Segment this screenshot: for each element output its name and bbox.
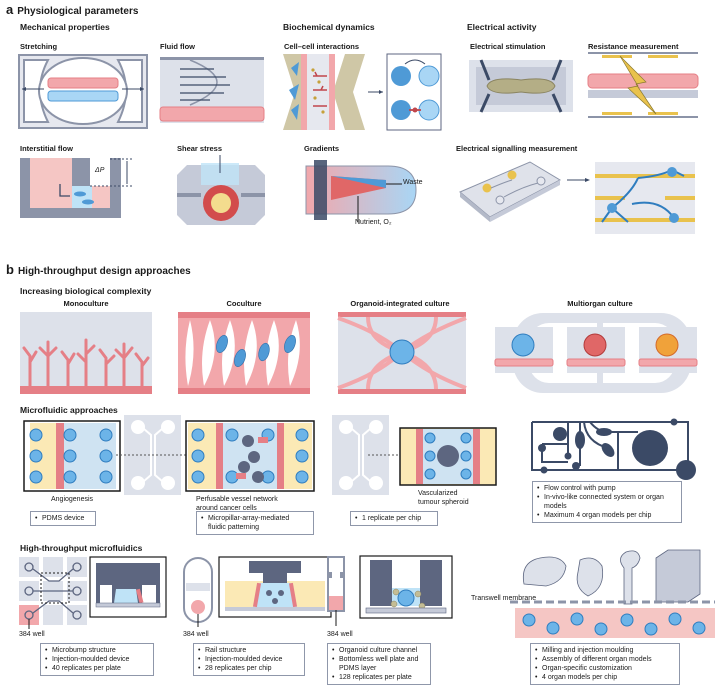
box-milling-item: Organ-specific customization <box>535 664 675 673</box>
box-milling-item: Assembly of different organ models <box>535 655 675 664</box>
rail-well-layout <box>183 557 213 627</box>
monoculture-diagram <box>20 312 152 394</box>
panel-b-letter: b <box>6 262 14 277</box>
shear-stress-diagram <box>177 155 265 225</box>
transwell-label: Transwell membrane <box>471 595 537 602</box>
interstitial-flow-diagram <box>20 158 133 218</box>
organoid-well-layout <box>327 556 345 626</box>
transwell-membrane-diagram <box>510 600 715 638</box>
section-mechanical-title: Mechanical properties <box>20 22 110 32</box>
chip-layout-icon-1 <box>116 415 190 495</box>
microbump-cross-section <box>89 556 167 618</box>
box-microbump-item: Injection-moulded device <box>45 655 149 664</box>
box-pump: Flow control with pump In-vivo-like conn… <box>532 481 682 523</box>
box-replicate-item: 1 replicate per chip <box>355 514 433 523</box>
pump-circuit-diagram <box>531 418 696 480</box>
box-milling: Milling and injection moulding Assembly … <box>530 643 680 685</box>
caption-vascularized: Vascularized tumour spheroid <box>418 489 469 507</box>
perfusable-chip <box>185 420 315 492</box>
label-gradients: Gradients <box>304 144 340 153</box>
microbump-well-layout <box>19 557 87 629</box>
section-electrical-title: Electrical activity <box>467 22 537 32</box>
label-electrical-signalling: Electrical signalling measurement <box>456 144 578 153</box>
panel-a-title-text: Physiological parameters <box>17 6 139 17</box>
resistance-measurement-diagram <box>587 52 699 118</box>
nutrient-label: Nutrient, O₂ <box>355 219 392 226</box>
label-monoculture: Monoculture <box>63 299 109 308</box>
delta-p-label: ΔP <box>95 167 105 174</box>
box-organoid-item: Organoid culture channel <box>332 646 426 655</box>
organ-models-illustration <box>522 549 701 605</box>
label-stretching: Stretching <box>20 42 58 51</box>
bone-icon <box>620 550 641 605</box>
red-cell-row <box>47 77 119 89</box>
box-pump-item: In-vivo-like connected system or organ m… <box>537 493 677 511</box>
cell-cell-diagram <box>283 53 442 131</box>
angiogenesis-chip <box>23 420 121 492</box>
label-electrical-stimulation: Electrical stimulation <box>470 42 546 51</box>
section-microfluidic-title: Microfluidic approaches <box>20 405 118 415</box>
caption-vascularized-line-1: Vascularized <box>418 490 458 497</box>
box-organoid-item: 128 replicates per plate <box>332 673 426 682</box>
box-milling-item: 4 organ models per chip <box>535 673 675 682</box>
coculture-diagram <box>178 312 310 394</box>
multiorgan-diagram <box>494 313 698 393</box>
caption-perfusable: Perfusable vessel network around cancer c… <box>186 495 324 513</box>
box-rail: Rail structure Injection-moulded device … <box>193 643 305 676</box>
skin-icon <box>655 549 701 603</box>
heart-icon <box>576 557 604 597</box>
waste-label: Waste <box>403 179 423 186</box>
box-micropillar: Micropillar-array-mediated fluidic patte… <box>196 511 314 535</box>
box-organoid-item: Bottomless well plate and PDMS layer <box>332 655 426 673</box>
well-label-2: 384 well <box>183 631 209 638</box>
chip-layout-icon-2 <box>332 415 400 495</box>
electrical-signalling-diagram <box>459 161 695 234</box>
panel-a-letter: a <box>6 2 14 17</box>
label-cell-cell: Cell–cell interactions <box>284 42 360 51</box>
electrical-stimulation-diagram <box>469 59 573 113</box>
label-interstitial-flow: Interstitial flow <box>20 144 73 153</box>
box-pdms-item: PDMS device <box>35 514 91 523</box>
box-organoid: Organoid culture channel Bottomless well… <box>327 643 431 685</box>
box-micropillar-item: Micropillar-array-mediated fluidic patte… <box>201 514 309 532</box>
label-multiorgan: Multiorgan culture <box>567 299 633 308</box>
box-microbump-item: 40 replicates per plate <box>45 664 149 673</box>
vascularized-chip <box>399 427 497 486</box>
box-replicate: 1 replicate per chip <box>350 511 438 526</box>
section-biochemical-title: Biochemical dynamics <box>283 22 375 32</box>
rail-cross-section <box>218 556 332 618</box>
box-rail-item: 28 replicates per chip <box>198 664 300 673</box>
box-pump-item: Flow control with pump <box>537 484 677 493</box>
box-microbump: Microbump structure Injection-moulded de… <box>40 643 154 676</box>
box-microbump-item: Microbump structure <box>45 646 149 655</box>
label-resistance: Resistance measurement <box>588 42 679 51</box>
well-label-1: 384 well <box>19 631 45 638</box>
label-coculture: Coculture <box>226 299 262 308</box>
box-rail-item: Rail structure <box>198 646 300 655</box>
caption-angiogenesis: Angiogenesis <box>50 496 94 503</box>
caption-perfusable-line-2: around cancer cells <box>196 505 257 512</box>
fluid-flow-diagram <box>159 57 265 123</box>
panel-b-title-text: High-throughput design approaches <box>17 266 191 277</box>
box-pdms: PDMS device <box>30 511 96 526</box>
caption-vascularized-line-2: tumour spheroid <box>418 499 469 506</box>
caption-perfusable-line-1: Perfusable vessel network <box>196 496 278 503</box>
box-pump-item: Maximum 4 organ models per chip <box>537 511 677 520</box>
organoid-cross-section <box>359 555 453 619</box>
organoid-integrated-diagram <box>337 312 467 394</box>
label-fluid-flow: Fluid flow <box>160 42 195 51</box>
box-rail-item: Injection-moulded device <box>198 655 300 664</box>
gradients-diagram <box>305 160 417 222</box>
liver-icon <box>522 556 567 587</box>
section-complexity-title: Increasing biological complexity <box>20 286 152 296</box>
label-organoid-integrated: Organoid-integrated culture <box>350 299 450 308</box>
box-milling-item: Milling and injection moulding <box>535 646 675 655</box>
label-shear-stress: Shear stress <box>177 144 223 153</box>
stretching-diagram <box>18 54 148 129</box>
well-label-3: 384 well <box>327 631 353 638</box>
section-high-throughput-title: High-throughput microfluidics <box>20 543 143 553</box>
